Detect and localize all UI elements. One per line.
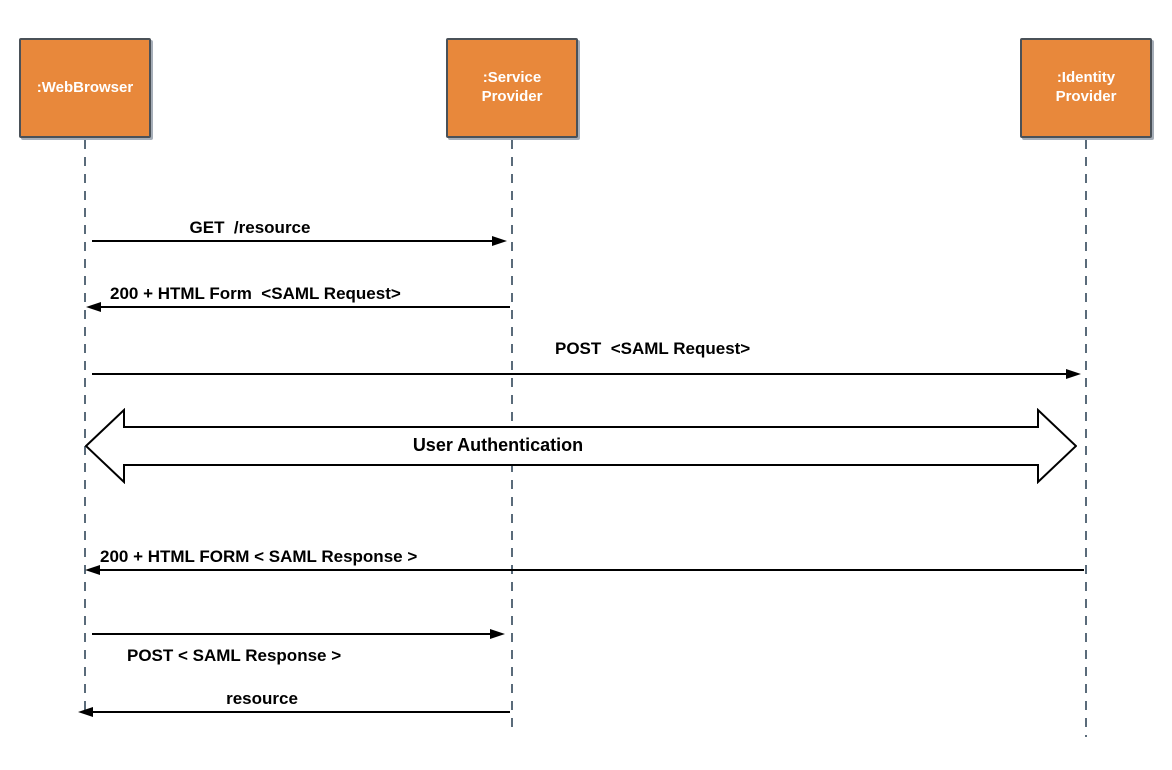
message-line xyxy=(100,306,510,308)
message-line xyxy=(100,569,1084,571)
arrowhead-right-icon xyxy=(1066,369,1081,379)
message-label: GET /resource xyxy=(189,218,311,237)
message-label: POST < SAML Response > xyxy=(127,646,342,665)
actor-label-web-browser: :WebBrowser xyxy=(36,78,134,96)
arrowhead-left-icon xyxy=(85,565,100,575)
arrowhead-left-icon xyxy=(86,302,101,312)
actor-label-identity-provider: :Identity Provider xyxy=(1055,69,1117,105)
actor-box-identity-provider: :Identity Provider xyxy=(1020,38,1152,138)
arrowhead-left-icon xyxy=(78,707,93,717)
lifeline-identity-provider xyxy=(1085,140,1087,737)
double-arrow-icon xyxy=(85,408,1077,484)
message-line xyxy=(93,711,510,713)
actor-box-web-browser: :WebBrowser xyxy=(19,38,151,138)
message-label: POST <SAML Request> xyxy=(555,339,751,358)
message-line xyxy=(92,240,492,242)
arrowhead-right-icon xyxy=(490,629,505,639)
message-label: resource xyxy=(226,689,298,708)
message-line xyxy=(92,633,490,635)
message-line xyxy=(92,373,1066,375)
actor-label-service-provider: :Service Provider xyxy=(481,69,543,105)
message-label: 200 + HTML Form <SAML Request> xyxy=(110,284,401,303)
message-label: User Authentication xyxy=(412,435,584,455)
message-label: 200 + HTML FORM < SAML Response > xyxy=(100,547,418,566)
actor-box-service-provider: :Service Provider xyxy=(446,38,578,138)
lifeline-web-browser xyxy=(84,140,86,713)
arrowhead-right-icon xyxy=(492,236,507,246)
